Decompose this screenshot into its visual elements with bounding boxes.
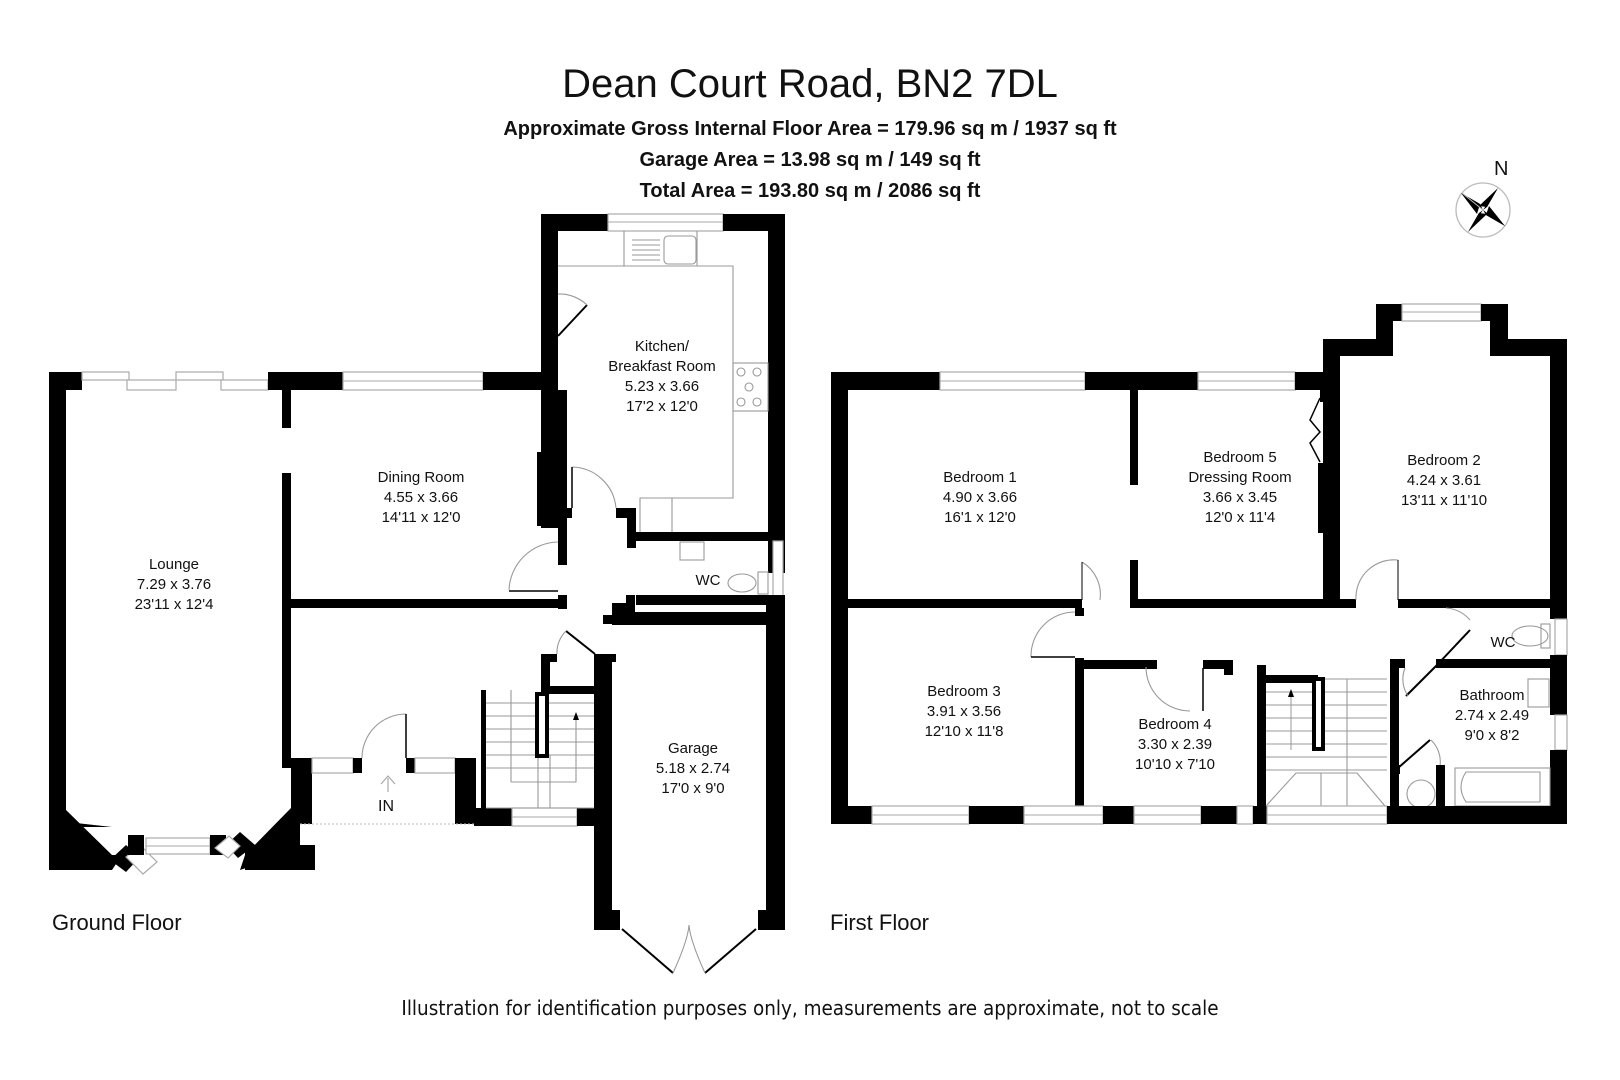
room-wc-first: WC xyxy=(1491,633,1516,653)
room-bedroom-4: Bedroom 4 3.30 x 2.39 10'10 x 7'10 xyxy=(1135,715,1215,775)
room-kitchen: Kitchen/ Breakfast Room 5.23 x 3.66 17'2… xyxy=(608,337,716,417)
room-name: Dining Room xyxy=(377,469,465,486)
compass-north-label: N xyxy=(1494,158,1509,180)
room-bedroom-3: Bedroom 3 3.91 x 3.56 12'10 x 11'8 xyxy=(925,682,1004,742)
room-lounge: Lounge 7.29 x 3.76 23'11 x 12'4 xyxy=(135,555,214,615)
room-name: Bedroom 3 xyxy=(927,683,1001,700)
room-imperial: 17'2 x 12'0 xyxy=(626,398,698,415)
room-wc-ground: WC xyxy=(696,571,721,591)
room-metric: 7.29 x 3.76 xyxy=(136,576,212,593)
room-bathroom: Bathroom 2.74 x 2.49 9'0 x 8'2 xyxy=(1455,686,1529,746)
room-imperial: 13'11 x 11'10 xyxy=(1400,492,1488,509)
room-imperial: 17'0 x 9'0 xyxy=(661,780,725,797)
room-name: Kitchen/ xyxy=(634,338,690,355)
entrance-label: IN xyxy=(378,798,394,815)
room-metric: 2.74 x 2.49 xyxy=(1454,707,1530,724)
room-name: Bathroom xyxy=(1459,687,1525,704)
room-bedroom-2: Bedroom 2 4.24 x 3.61 13'11 x 11'10 xyxy=(1401,451,1487,511)
compass-rose-icon xyxy=(1455,182,1511,238)
room-name: WC xyxy=(695,572,721,589)
room-name-line2: Dressing Room xyxy=(1188,469,1292,486)
room-name: Garage xyxy=(667,740,719,757)
room-imperial: 12'0 x 11'4 xyxy=(1204,509,1276,526)
room-name: WC xyxy=(1490,634,1516,651)
room-bedroom-5: Bedroom 5 Dressing Room 3.66 x 3.45 12'0… xyxy=(1188,448,1291,528)
first-floor-plan xyxy=(831,303,1568,825)
room-dining-room: Dining Room 4.55 x 3.66 14'11 x 12'0 xyxy=(378,468,465,528)
total-area-text: Total Area = 193.80 sq m / 2086 sq ft xyxy=(639,180,981,202)
room-imperial: 16'1 x 12'0 xyxy=(944,509,1016,526)
room-name: Bedroom 5 xyxy=(1203,449,1277,466)
room-name-line2: Breakfast Room xyxy=(608,358,716,375)
room-name: Bedroom 4 xyxy=(1138,716,1212,733)
room-imperial: 12'10 x 11'8 xyxy=(924,723,1004,740)
room-name: Lounge xyxy=(148,556,200,573)
room-garage: Garage 5.18 x 2.74 17'0 x 9'0 xyxy=(656,739,730,799)
room-metric: 4.24 x 3.61 xyxy=(1406,472,1482,489)
room-metric: 4.90 x 3.66 xyxy=(942,489,1018,506)
room-imperial: 14'11 x 12'0 xyxy=(381,509,461,526)
room-name: Bedroom 1 xyxy=(943,469,1017,486)
gross-area-text: Approximate Gross Internal Floor Area = … xyxy=(503,118,1117,140)
first-floor-label: First Floor xyxy=(830,910,929,935)
room-metric: 3.66 x 3.45 xyxy=(1202,489,1278,506)
garage-area-text: Garage Area = 13.98 sq m / 149 sq ft xyxy=(639,149,981,171)
room-metric: 4.55 x 3.66 xyxy=(383,489,459,506)
room-imperial: 23'11 x 12'4 xyxy=(134,596,214,613)
ground-floor-label: Ground Floor xyxy=(52,910,182,935)
room-metric: 3.30 x 2.39 xyxy=(1137,736,1213,753)
room-bedroom-1: Bedroom 1 4.90 x 3.66 16'1 x 12'0 xyxy=(943,468,1017,528)
room-metric: 5.18 x 2.74 xyxy=(655,760,731,777)
ground-floor-plan xyxy=(49,213,785,974)
page-title: Dean Court Road, BN2 7DL xyxy=(562,62,1058,106)
disclaimer-text: Illustration for identification purposes… xyxy=(401,996,1219,1020)
room-name: Bedroom 2 xyxy=(1407,452,1481,469)
room-imperial: 9'0 x 8'2 xyxy=(1464,727,1520,744)
room-imperial: 10'10 x 7'10 xyxy=(1135,756,1215,773)
room-metric: 3.91 x 3.56 xyxy=(926,703,1002,720)
room-metric: 5.23 x 3.66 xyxy=(624,378,700,395)
